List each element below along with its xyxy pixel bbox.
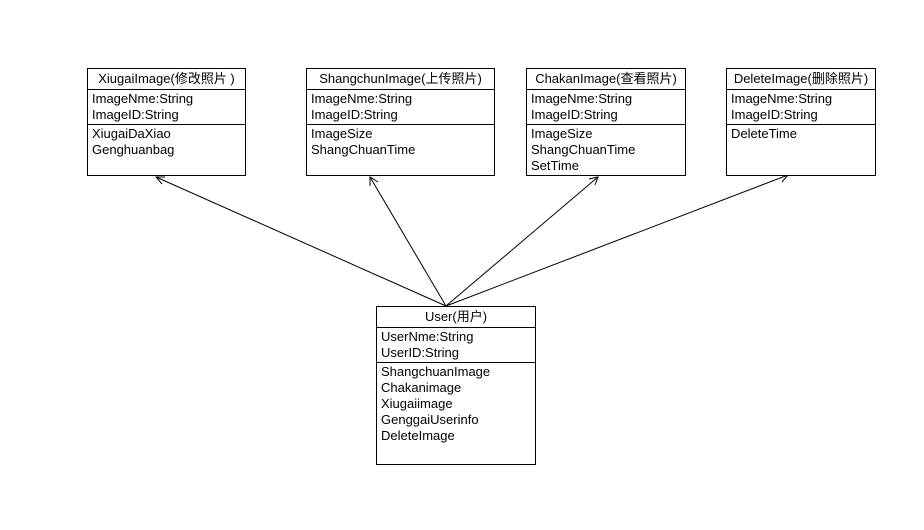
- class-attributes: ImageNme:String ImageID:String: [88, 90, 245, 125]
- operation: ShangchuanImage: [381, 364, 491, 379]
- attribute: UserNme:String: [381, 329, 474, 344]
- class-name: ShangchunImage(上传照片): [307, 69, 494, 90]
- arrow-user-to-delete: [445, 173, 789, 307]
- attribute: ImageID:String: [531, 107, 618, 122]
- class-name: DeleteImage(删除照片): [727, 69, 875, 90]
- class-box-user[interactable]: User(用户) UserNme:String UserID:String Sh…: [376, 306, 536, 465]
- operation: ImageSize: [311, 126, 373, 141]
- operation: Chakanimage: [381, 380, 462, 395]
- arrowhead-icon: [154, 176, 165, 185]
- class-name: ChakanImage(查看照片): [527, 69, 685, 90]
- class-attributes: ImageNme:String ImageID:String: [727, 90, 875, 125]
- operation: XiugaiDaXiao: [92, 126, 171, 141]
- class-operations: ImageSize ShangChuanTime SetTime: [527, 125, 685, 175]
- arrowhead-icon: [369, 176, 379, 186]
- class-operations: DeleteTime: [727, 125, 875, 143]
- class-name: XiugaiImage(修改照片 ): [88, 69, 245, 90]
- operation: Xiugaiimage: [381, 396, 453, 411]
- attribute: ImageNme:String: [531, 91, 633, 106]
- class-box-delete-image[interactable]: DeleteImage(删除照片) ImageNme:String ImageI…: [726, 68, 876, 176]
- operation: ShangChuanTime: [531, 142, 636, 157]
- operation: ShangChuanTime: [311, 142, 416, 157]
- class-attributes: ImageNme:String ImageID:String: [527, 90, 685, 125]
- arrowhead-icon: [588, 176, 599, 186]
- operation: Genghuanbag: [92, 142, 175, 157]
- attribute: ImageNme:String: [92, 91, 194, 106]
- operation: GenggaiUserinfo: [381, 412, 479, 427]
- class-name: User(用户): [377, 307, 535, 328]
- class-operations: ImageSize ShangChuanTime: [307, 125, 494, 159]
- arrow-user-to-chakan: [445, 176, 599, 307]
- class-box-xiugai-image[interactable]: XiugaiImage(修改照片 ) ImageNme:String Image…: [87, 68, 246, 176]
- operation: ImageSize: [531, 126, 593, 141]
- attribute: ImageID:String: [311, 107, 398, 122]
- class-operations: XiugaiDaXiao Genghuanbag: [88, 125, 245, 159]
- attribute: UserID:String: [381, 345, 460, 360]
- class-attributes: ImageNme:String ImageID:String: [307, 90, 494, 125]
- attribute: ImageID:String: [92, 107, 179, 122]
- arrow-user-to-shangchun: [369, 176, 447, 307]
- operation: DeleteImage: [381, 428, 455, 443]
- class-attributes: UserNme:String UserID:String: [377, 328, 535, 363]
- class-operations: ShangchuanImage Chakanimage Xiugaiimage …: [377, 363, 535, 445]
- attribute: ImageID:String: [731, 107, 818, 122]
- class-box-shangchun-image[interactable]: ShangchunImage(上传照片) ImageNme:String Ima…: [306, 68, 495, 176]
- arrow-user-to-xiugai: [154, 176, 447, 307]
- operation: SetTime: [531, 158, 579, 173]
- attribute: ImageNme:String: [731, 91, 833, 106]
- attribute: ImageNme:String: [311, 91, 413, 106]
- class-box-chakan-image[interactable]: ChakanImage(查看照片) ImageNme:String ImageI…: [526, 68, 686, 176]
- operation: DeleteTime: [731, 126, 797, 141]
